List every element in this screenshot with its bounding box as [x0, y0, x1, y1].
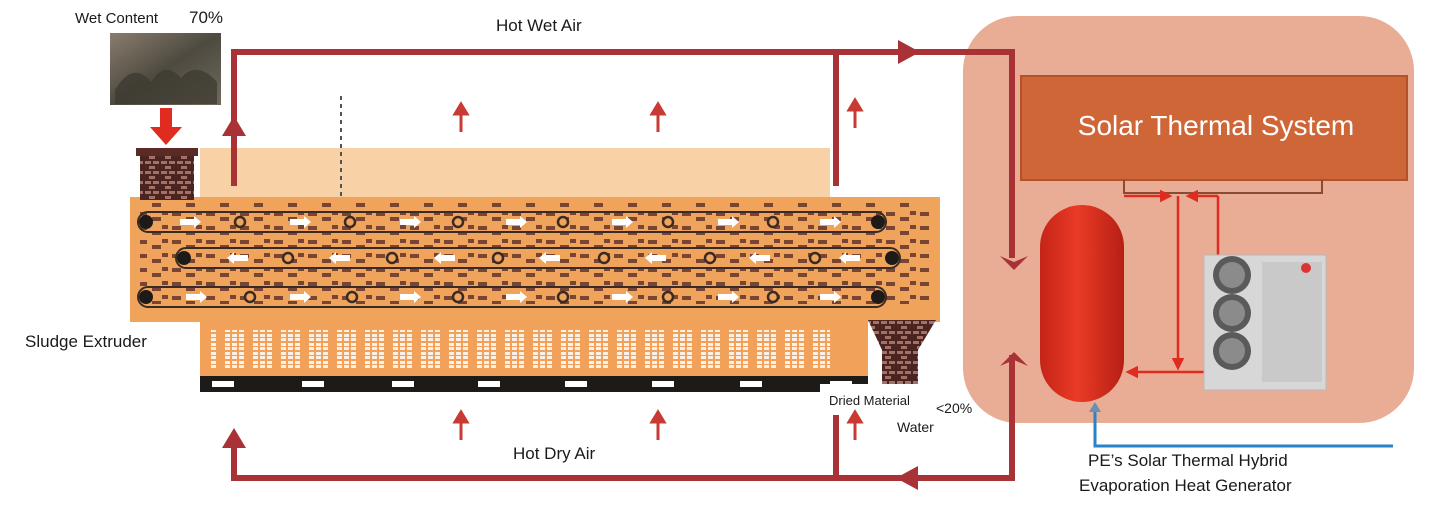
solar-box-bracket	[1123, 180, 1323, 194]
cold-water-inlet	[1093, 412, 1393, 448]
sludge-extruder-label: Sludge Extruder	[25, 332, 147, 351]
conveyor-belts	[137, 211, 901, 308]
cold-water-arrowhead	[1089, 402, 1101, 412]
wet-content-label: Wet Content	[75, 10, 159, 27]
hot-air-arrowheads	[222, 40, 1028, 490]
output-hopper	[868, 320, 936, 385]
heat-pump-unit	[1203, 254, 1327, 391]
generator-label-line1: PE’s Solar Thermal Hybrid	[1088, 451, 1288, 470]
extruder-hopper-cap	[136, 148, 198, 156]
solar-thermal-system-title: Solar Thermal System	[1077, 110, 1355, 141]
dried-label-backdrop	[820, 384, 932, 408]
dryer-top-section	[200, 148, 830, 198]
belt-end-rollers	[139, 215, 899, 304]
dried-material-label: Dried Material	[829, 393, 910, 408]
extruder-hopper	[140, 150, 194, 200]
circulation-pipes	[1124, 189, 1220, 379]
dryer-base-plate	[200, 376, 868, 392]
dried-percent-label: <20%	[936, 400, 973, 416]
belt-direction-arrows	[180, 216, 860, 303]
water-label: Water	[897, 419, 934, 435]
belt-rollers	[233, 215, 822, 304]
feed-arrow	[150, 108, 182, 145]
hot-water-tank	[1040, 205, 1124, 402]
rising-air-arrows	[452, 97, 864, 440]
solar-thermal-box	[1020, 75, 1408, 181]
hot-dry-air-label: Hot Dry Air	[513, 444, 596, 463]
generator-label-line2: Evaporation Heat Generator	[1079, 476, 1292, 495]
photo-texture	[115, 69, 217, 104]
wet-content-percent: 70%	[189, 8, 224, 27]
hot-air-loop	[231, 49, 1015, 481]
hot-wet-air-label: Hot Wet Air	[496, 16, 582, 35]
heating-grille	[210, 330, 830, 370]
